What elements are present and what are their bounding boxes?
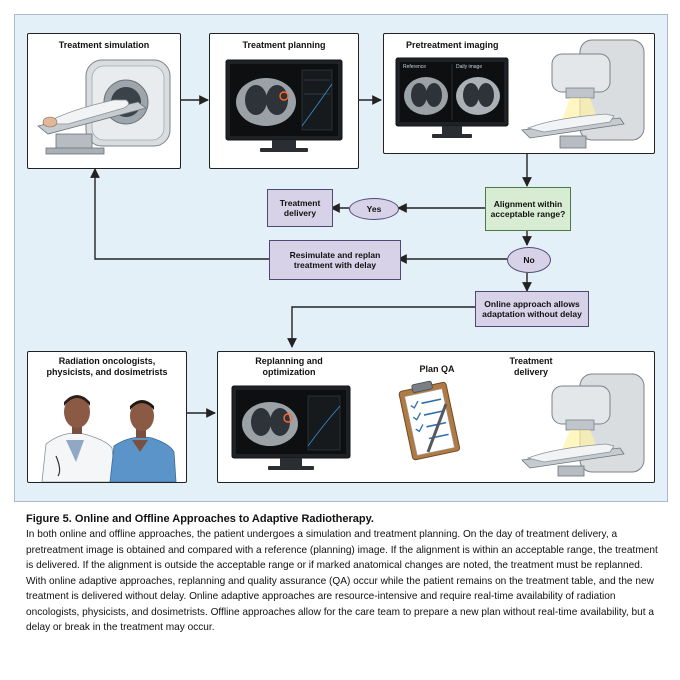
pen-icon: [426, 403, 448, 453]
resimulate-box: Resimulate and replan treatment with del…: [269, 240, 401, 280]
caption-body: In both online and offline approaches, t…: [26, 529, 658, 633]
panel-title: Pretreatment imaging: [406, 40, 499, 50]
panel-online-adaptation: Replanning and optimization Plan QA Trea…: [217, 351, 655, 483]
caption-title: Figure 5. Online and Offline Approaches …: [26, 513, 374, 525]
figure-caption: Figure 5. Online and Offline Approaches …: [26, 512, 658, 636]
panel-treatment-simulation: Treatment simulation: [27, 33, 181, 169]
alignment-decision-box: Alignment within acceptable range?: [485, 187, 571, 231]
panel-radiation-team: Radiation oncologists, physicists, and d…: [27, 351, 187, 483]
panel-title: Radiation oncologists, physicists, and d…: [46, 356, 168, 377]
imaging-illustration: [395, 39, 645, 149]
panel-treatment-planning: Treatment planning: [209, 33, 359, 169]
monitor-label-reference: Reference: [403, 64, 427, 70]
monitor-label-daily-image: Daily image: [456, 64, 483, 70]
clipboard-icon: [398, 380, 461, 461]
no-oval: No: [507, 247, 551, 273]
online-approach-box: Online approach allows adaptation withou…: [475, 291, 589, 327]
ct-scanner-illustration: [37, 59, 171, 155]
care-team-illustration: [41, 395, 177, 482]
treatment-delivery-title: Treatment delivery: [509, 356, 553, 377]
arrow-online-to-replanning: [287, 306, 475, 348]
treatment-delivery-box: Treatment delivery: [267, 189, 333, 227]
plan-qa-title: Plan QA: [419, 364, 455, 374]
panel-pretreatment-imaging: Pretreatment imaging Reference Daily ima…: [383, 33, 655, 154]
arrow-resimulate-to-simulation: [90, 168, 269, 260]
panel-title: Treatment simulation: [58, 40, 150, 50]
planning-monitor-illustration: [225, 59, 343, 152]
replanning-title: Replanning and optimization: [255, 356, 323, 377]
online-adaptation-illustration: [231, 373, 645, 477]
figure-diagram: Treatment simulation Treatment planning: [14, 14, 668, 502]
yes-oval: Yes: [349, 198, 399, 220]
panel-title: Treatment planning: [242, 40, 326, 50]
